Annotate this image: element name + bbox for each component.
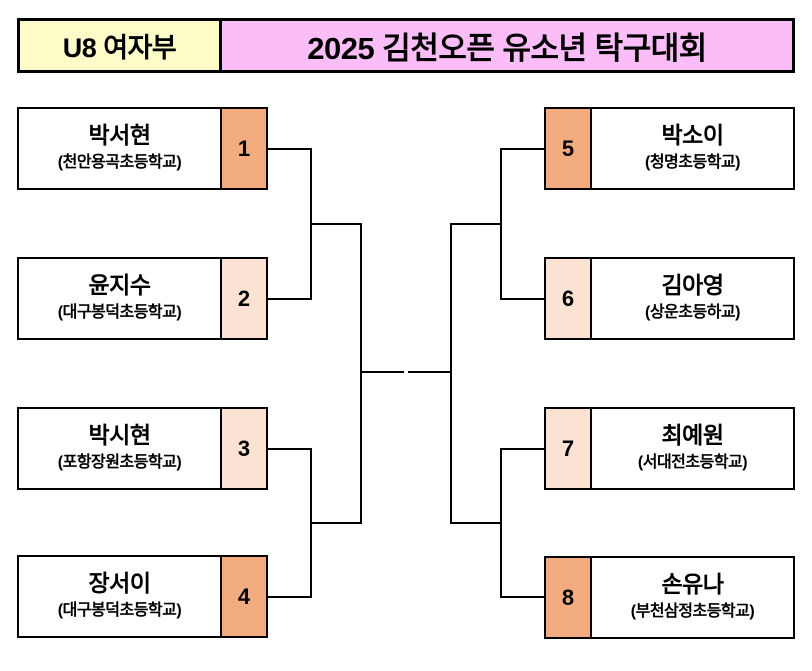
player-info: 김아영 (상운초등하교) [592,259,793,338]
connector-right-final [408,371,452,373]
player-name: 최예원 [661,421,724,448]
player-name: 김아영 [661,271,724,298]
connector-right-semi-join [450,223,452,524]
seed-number: 7 [546,409,592,488]
connector-left-seed1 [268,148,312,150]
connector-right-seed5 [500,148,544,150]
player-info: 박시현 (포항장원초등학교) [19,409,220,488]
player-name: 박서현 [88,121,151,148]
connector-left-semi-bottom [310,522,362,524]
player-name: 장서이 [88,569,151,596]
connector-right-seed8 [500,596,544,598]
player-name: 박소이 [661,121,724,148]
division-badge: U8 여자부 [17,18,222,73]
connector-left-semi-join [360,223,362,524]
bracket-slot-7[interactable]: 최예원 (서대전초등학교) 7 [544,407,795,490]
bracket-slot-2[interactable]: 윤지수 (대구봉덕초등학교) 2 [17,257,268,340]
bracket-slot-5[interactable]: 박소이 (청명초등학교) 5 [544,107,795,190]
seed-number: 8 [546,558,592,637]
player-name: 손유나 [661,570,724,597]
seed-number: 6 [546,259,592,338]
player-school: (부천삼정초등학교) [630,602,755,620]
seed-number: 3 [220,409,266,488]
tournament-title: 2025 김천오픈 유소년 탁구대회 [222,18,795,73]
player-info: 윤지수 (대구봉덕초등학교) [19,259,220,338]
bracket-slot-1[interactable]: 박서현 (천안용곡초등학교) 1 [17,107,268,190]
bracket-slot-3[interactable]: 박시현 (포항장원초등학교) 3 [17,407,268,490]
seed-number: 1 [220,109,266,188]
player-school: (포항장원초등학교) [57,453,182,471]
connector-right-seed7 [500,448,544,450]
seed-number: 2 [220,259,266,338]
connector-right-semi-top [450,223,502,225]
bracket-slot-4[interactable]: 장서이 (대구봉덕초등학교) 4 [17,555,268,638]
bracket-slot-8[interactable]: 손유나 (부천삼정초등학교) 8 [544,556,795,639]
connector-left-semi-top [310,223,362,225]
player-info: 박서현 (천안용곡초등학교) [19,109,220,188]
connector-left-final [360,371,404,373]
player-info: 박소이 (청명초등학교) [592,109,793,188]
connector-left-seed4 [268,596,312,598]
connector-right-semi-bottom [450,522,502,524]
player-school: (대구봉덕초등학교) [57,303,182,321]
connector-right-seed6 [500,298,544,300]
player-school: (상운초등하교) [645,303,740,321]
player-name: 윤지수 [88,271,151,298]
player-info: 최예원 (서대전초등학교) [592,409,793,488]
player-info: 장서이 (대구봉덕초등학교) [19,557,220,636]
player-school: (천안용곡초등학교) [57,153,182,171]
seed-number: 4 [220,557,266,636]
seed-number: 5 [546,109,592,188]
connector-left-seed3 [268,448,312,450]
player-name: 박시현 [88,421,151,448]
bracket-slot-6[interactable]: 김아영 (상운초등하교) 6 [544,257,795,340]
connector-left-seed2 [268,298,312,300]
player-school: (청명초등학교) [645,153,740,171]
player-school: (서대전초등학교) [637,453,748,471]
player-school: (대구봉덕초등학교) [57,601,182,619]
player-info: 손유나 (부천삼정초등학교) [592,558,793,637]
